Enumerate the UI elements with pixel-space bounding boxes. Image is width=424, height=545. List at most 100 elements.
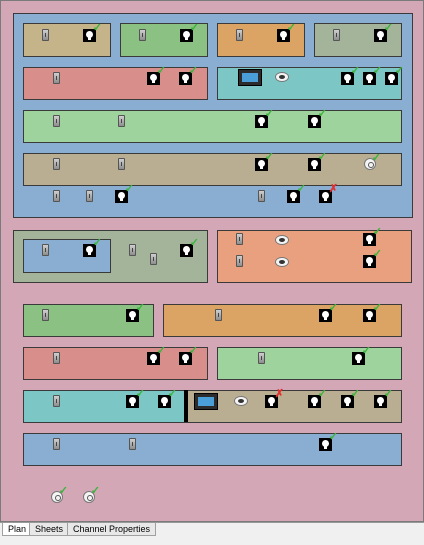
wall-switch-icon[interactable] bbox=[236, 29, 243, 41]
checkmark-icon: ✓ bbox=[58, 485, 68, 497]
x-mark-icon: ✗ bbox=[274, 388, 284, 400]
light-bulb-icon[interactable]: ✓ bbox=[179, 346, 198, 365]
wall-switch-icon[interactable] bbox=[215, 309, 222, 321]
wall-switch-icon[interactable] bbox=[129, 438, 136, 450]
light-bulb-icon[interactable]: ✓ bbox=[255, 152, 274, 171]
motion-sensor-icon[interactable]: ✓ bbox=[364, 153, 381, 170]
room-zone[interactable] bbox=[314, 23, 402, 57]
motion-sensor-icon[interactable]: ✓ bbox=[83, 486, 100, 503]
tab-plan[interactable]: Plan bbox=[2, 523, 33, 536]
light-bulb-icon[interactable]: ✓ bbox=[115, 184, 134, 203]
tab-sheets[interactable]: Sheets bbox=[29, 523, 70, 536]
light-bulb-icon[interactable]: ✓ bbox=[319, 303, 338, 322]
motion-sensor-icon[interactable]: ✓ bbox=[51, 486, 68, 503]
wall-switch-icon[interactable] bbox=[53, 352, 60, 364]
light-bulb-icon[interactable]: ✓ bbox=[308, 389, 327, 408]
sheet-tab-bar: Plan Sheets Channel Properties bbox=[0, 522, 424, 545]
checkmark-icon: ✓ bbox=[189, 237, 199, 249]
tab-channel-properties[interactable]: Channel Properties bbox=[67, 523, 157, 536]
light-bulb-icon[interactable]: ✓ bbox=[341, 66, 360, 85]
light-bulb-icon[interactable]: ✓ bbox=[83, 23, 102, 42]
light-bulb-icon[interactable]: ✓ bbox=[363, 227, 382, 246]
checkmark-icon: ✓ bbox=[361, 345, 371, 357]
light-bulb-icon[interactable]: ✓ bbox=[308, 109, 327, 128]
wall-switch-icon[interactable] bbox=[150, 253, 157, 265]
light-bulb-icon[interactable]: ✓ bbox=[179, 66, 198, 85]
wall-switch-icon[interactable] bbox=[53, 115, 60, 127]
light-bulb-icon[interactable]: ✓ bbox=[180, 23, 199, 42]
light-bulb-icon[interactable]: ✓ bbox=[180, 238, 199, 257]
light-bulb-icon[interactable]: ✓ bbox=[308, 152, 327, 171]
ceiling-speaker-icon[interactable] bbox=[275, 235, 289, 245]
wall-switch-icon[interactable] bbox=[236, 233, 243, 245]
room-zone[interactable] bbox=[120, 23, 208, 57]
light-bulb-icon[interactable]: ✓ bbox=[126, 389, 145, 408]
room-zone[interactable] bbox=[217, 23, 305, 57]
light-bulb-icon[interactable]: ✓ bbox=[147, 66, 166, 85]
room-zone[interactable] bbox=[23, 110, 402, 143]
checkmark-icon: ✓ bbox=[317, 151, 327, 163]
light-bulb-icon[interactable]: ✓ bbox=[363, 303, 382, 322]
light-bulb-icon[interactable]: ✓ bbox=[374, 389, 393, 408]
checkmark-icon: ✓ bbox=[286, 22, 296, 34]
wall-switch-icon[interactable] bbox=[258, 352, 265, 364]
room-zone[interactable] bbox=[163, 304, 402, 337]
light-bulb-icon[interactable]: ✓ bbox=[255, 109, 274, 128]
checkmark-icon: ✓ bbox=[135, 302, 145, 314]
wall-switch-icon[interactable] bbox=[118, 115, 125, 127]
wall-switch-icon[interactable] bbox=[118, 158, 125, 170]
checkmark-icon: ✓ bbox=[328, 302, 338, 314]
light-bulb-icon[interactable]: ✗ bbox=[319, 184, 338, 203]
light-bulb-icon[interactable]: ✓ bbox=[363, 66, 382, 85]
light-bulb-icon[interactable]: ✓ bbox=[385, 66, 404, 85]
wall-switch-icon[interactable] bbox=[258, 190, 265, 202]
light-bulb-icon[interactable]: ✗ bbox=[265, 389, 284, 408]
monitor-icon[interactable] bbox=[194, 393, 218, 410]
room-zone[interactable] bbox=[23, 23, 111, 57]
room-zone[interactable] bbox=[217, 230, 412, 283]
room-zone[interactable] bbox=[23, 153, 402, 186]
checkmark-icon: ✓ bbox=[156, 65, 166, 77]
wall-switch-icon[interactable] bbox=[53, 395, 60, 407]
light-bulb-icon[interactable]: ✓ bbox=[352, 346, 371, 365]
ceiling-speaker-icon[interactable] bbox=[275, 257, 289, 267]
ceiling-speaker-icon[interactable] bbox=[234, 396, 248, 406]
ceiling-speaker-icon[interactable] bbox=[275, 72, 289, 82]
checkmark-icon: ✓ bbox=[372, 248, 382, 260]
wall-switch-icon[interactable] bbox=[53, 438, 60, 450]
light-bulb-icon[interactable]: ✓ bbox=[287, 184, 306, 203]
light-bulb-icon[interactable]: ✓ bbox=[374, 23, 393, 42]
checkmark-icon: ✓ bbox=[372, 226, 382, 238]
room-zone[interactable] bbox=[186, 390, 402, 423]
light-bulb-icon[interactable]: ✓ bbox=[363, 249, 382, 268]
x-mark-icon: ✗ bbox=[328, 183, 338, 195]
light-bulb-icon[interactable]: ✓ bbox=[158, 389, 177, 408]
checkmark-icon: ✓ bbox=[328, 431, 338, 443]
wall-switch-icon[interactable] bbox=[236, 255, 243, 267]
room-zone[interactable] bbox=[217, 347, 402, 380]
wall-switch-icon[interactable] bbox=[129, 244, 136, 256]
wall-switch-icon[interactable] bbox=[53, 190, 60, 202]
room-zone[interactable] bbox=[23, 239, 111, 273]
checkmark-icon: ✓ bbox=[371, 152, 381, 164]
wall-switch-icon[interactable] bbox=[53, 158, 60, 170]
wall-switch-icon[interactable] bbox=[53, 72, 60, 84]
checkmark-icon: ✓ bbox=[92, 237, 102, 249]
checkmark-icon: ✓ bbox=[188, 65, 198, 77]
light-bulb-icon[interactable]: ✓ bbox=[126, 303, 145, 322]
light-bulb-icon[interactable]: ✓ bbox=[319, 432, 338, 451]
wall-switch-icon[interactable] bbox=[139, 29, 146, 41]
wall-switch-icon[interactable] bbox=[86, 190, 93, 202]
light-bulb-icon[interactable]: ✓ bbox=[341, 389, 360, 408]
floor-plan-canvas[interactable]: ✓ ✓ ✓ ✓ ✓ ✓ ✓ ✓ ✓ ✓ ✓ ✓ ✓ ✓ ✓ ✓ ✗ ✓ ✓ ✓ ✓ ✓ ✓ ✓ ✓ ✓ ✓ ✓ ✓ ✗ ✓ ✓ ✓ ✓ ✓ ✓ bbox=[0, 0, 424, 522]
checkmark-icon: ✓ bbox=[350, 65, 360, 77]
room-zone[interactable] bbox=[23, 433, 402, 466]
light-bulb-icon[interactable]: ✓ bbox=[147, 346, 166, 365]
wall-switch-icon[interactable] bbox=[42, 29, 49, 41]
wall-switch-icon[interactable] bbox=[42, 309, 49, 321]
wall-switch-icon[interactable] bbox=[42, 244, 49, 256]
wall-switch-icon[interactable] bbox=[333, 29, 340, 41]
light-bulb-icon[interactable]: ✓ bbox=[277, 23, 296, 42]
monitor-icon[interactable] bbox=[238, 69, 262, 86]
light-bulb-icon[interactable]: ✓ bbox=[83, 238, 102, 257]
